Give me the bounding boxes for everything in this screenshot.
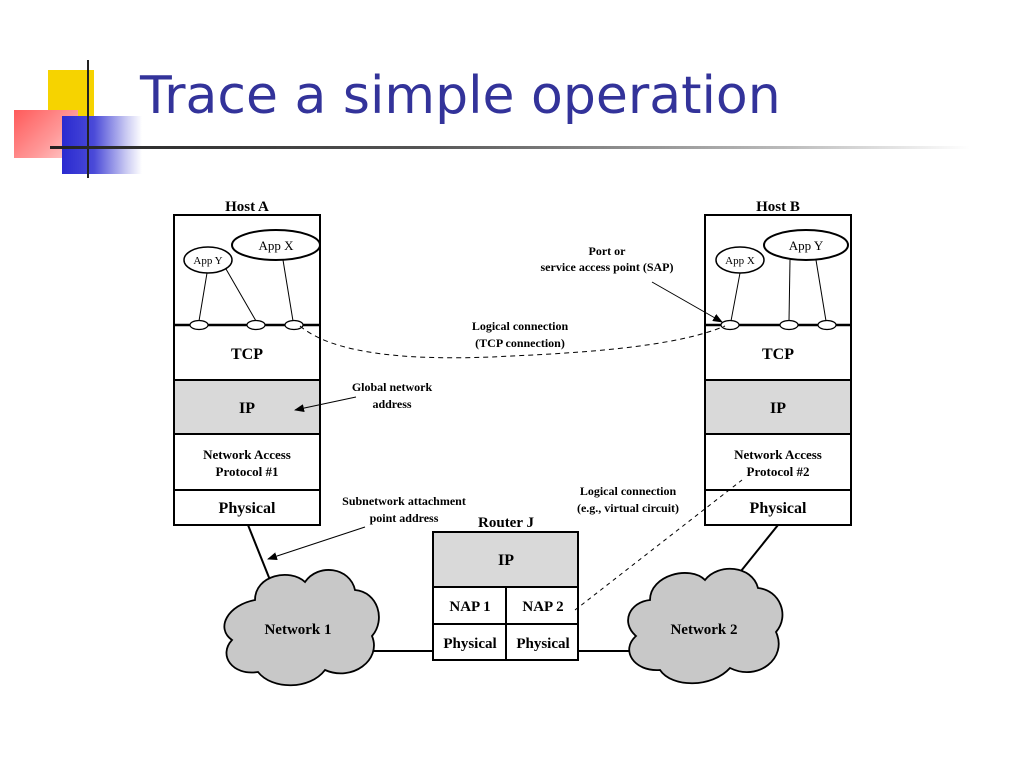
network1-cloud: Network 1 xyxy=(223,569,380,687)
host-a-port-2 xyxy=(246,319,266,331)
global-address-annotation-line1: Global network xyxy=(352,380,433,394)
host-a-app-y-link2 xyxy=(225,268,257,322)
router-j: Router J IP NAP 1 NAP 2 Physical Physica… xyxy=(432,515,579,661)
sap-annotation-line1: Port or xyxy=(589,244,627,258)
host-a-port-1 xyxy=(189,319,209,331)
host-b-app-x-label: App X xyxy=(725,255,755,267)
host-a-to-network1-link xyxy=(247,524,273,586)
host-b-ip-layer xyxy=(704,379,852,435)
host-a-app-x-ellipse xyxy=(231,229,321,261)
subnet-address-annotation-line2: point address xyxy=(370,511,439,525)
network2-label: Network 2 xyxy=(670,622,737,638)
router-nap2-label: NAP 2 xyxy=(522,599,563,615)
host-a-ip-label: IP xyxy=(239,400,255,417)
global-address-arrow xyxy=(294,396,357,413)
subnet-address-annotation-line1: Subnetwork attachment xyxy=(342,494,466,508)
tcp-connection-annotation-line2: (TCP connection) xyxy=(475,336,565,350)
network1-cloud-shape xyxy=(223,569,380,687)
slide-title: Trace a simple operation xyxy=(140,66,781,126)
router-physical1-label: Physical xyxy=(443,636,496,652)
tcp-connection-annotation-line1: Logical connection xyxy=(472,319,569,333)
host-a-app-y-link1 xyxy=(198,272,208,322)
global-address-annotation-line2: address xyxy=(372,397,411,411)
host-b-ip-label: IP xyxy=(770,400,786,417)
subnet-address-arrow xyxy=(267,526,366,560)
host-b-nap-line1: Network Access xyxy=(734,447,822,462)
host-a-port-3 xyxy=(284,319,304,331)
vc-annotation-line1: Logical connection xyxy=(580,484,677,498)
virtual-circuit-connection xyxy=(574,479,743,611)
host-b-app-y-label: App Y xyxy=(789,238,824,253)
host-b-nap-line2: Protocol #2 xyxy=(747,464,810,479)
host-a-nap-line1: Network Access xyxy=(203,447,291,462)
router-ip-label: IP xyxy=(498,552,514,569)
host-a-label: Host A xyxy=(225,199,269,215)
vc-annotation-line2: (e.g., virtual circuit) xyxy=(577,501,679,515)
host-a-app-x-label: App X xyxy=(258,238,294,253)
host-b-label: Host B xyxy=(756,199,800,215)
host-a-app-x-link xyxy=(282,259,294,322)
host-a-physical-label: Physical xyxy=(219,500,276,517)
host-a-tcp-label: TCP xyxy=(231,346,263,363)
network2-cloud: Network 2 xyxy=(627,567,784,685)
host-b-app-y-link2 xyxy=(815,259,827,322)
host-b-port-1 xyxy=(720,319,740,331)
network2-cloud-shape xyxy=(627,567,784,685)
host-a-app-y-ellipse xyxy=(183,246,233,274)
router-physical2-label: Physical xyxy=(516,636,569,652)
host-b-app-x-link xyxy=(730,272,741,322)
network1-label: Network 1 xyxy=(264,622,331,638)
tcp-logical-connection xyxy=(299,325,726,359)
host-b-physical-label: Physical xyxy=(750,500,807,517)
host-b-port-3 xyxy=(817,319,837,331)
host-b-app-y-link1 xyxy=(788,259,791,322)
decor-vertical-line xyxy=(87,60,89,178)
host-b-app-y-ellipse xyxy=(763,229,849,261)
host-b-tcp-label: TCP xyxy=(762,346,794,363)
host-b: Host B App X App Y TCP IP Network Access… xyxy=(704,199,852,526)
host-a: Host A App Y App X TCP IP Network Access… xyxy=(173,199,321,526)
sap-arrow xyxy=(651,281,723,323)
sap-annotation-line2: service access point (SAP) xyxy=(541,260,674,274)
decor-blue-square xyxy=(62,116,142,174)
router-label: Router J xyxy=(478,515,534,531)
host-b-to-network2-link xyxy=(736,524,779,577)
host-a-nap-line2: Protocol #1 xyxy=(216,464,279,479)
router-ip-layer xyxy=(432,531,579,588)
router-nap1-label: NAP 1 xyxy=(449,599,490,615)
host-b-port-2 xyxy=(779,319,799,331)
host-a-app-y-label: App Y xyxy=(193,255,222,267)
title-underline xyxy=(50,146,970,149)
